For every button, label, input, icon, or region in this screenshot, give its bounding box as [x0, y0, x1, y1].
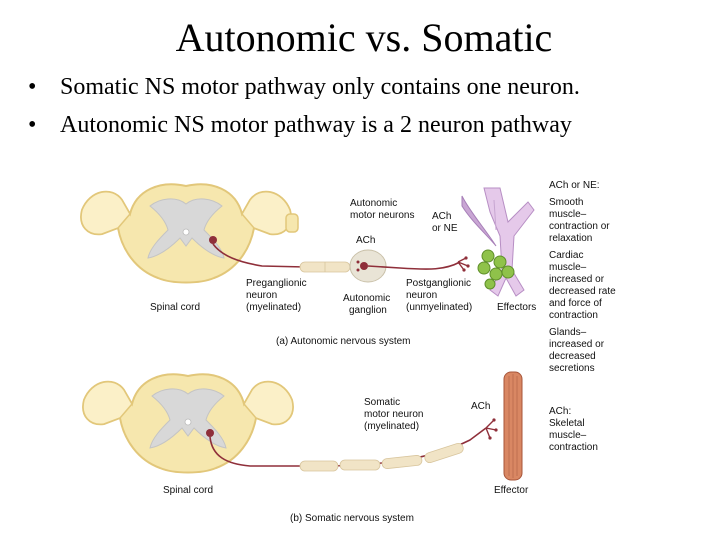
label-autonomic: Autonomic — [350, 198, 397, 209]
label-somatic-myelinated: (myelinated) — [364, 421, 419, 432]
skeletal-effect-line: muscle– — [549, 430, 587, 441]
cardiac-muscle-line: contraction — [549, 310, 598, 321]
label-ach-or-ne-1: ACh — [432, 211, 451, 222]
label-somatic-motor-neuron: motor neuron — [364, 409, 423, 420]
skeletal-effect-line: ACh: — [549, 406, 571, 417]
cardiac-muscle-line: muscle– — [549, 262, 587, 273]
label-postganglionic-unmyelinated: (unmyelinated) — [406, 302, 472, 313]
cardiac-muscle-line: and force of — [549, 298, 602, 309]
smooth-muscle-line: muscle– — [549, 209, 587, 220]
label-preganglionic-myelinated: (myelinated) — [246, 302, 301, 313]
somatic-motor-neuron — [206, 418, 498, 472]
bullet-icon: • — [28, 112, 37, 138]
label-ach-or-ne-2: or NE — [432, 223, 458, 234]
label-postganglionic-neuron: neuron — [406, 290, 437, 301]
skeletal-effect-line: contraction — [549, 442, 598, 453]
somatic-diagram: Somatic motor neuron (myelinated) ACh Ef… — [82, 371, 598, 524]
label-somatic: Somatic — [364, 397, 400, 408]
label-postganglionic: Postganglionic — [406, 278, 471, 289]
bullet-text: Somatic NS motor pathway only contains o… — [60, 74, 580, 100]
label-effector: Effector — [494, 485, 529, 496]
bullet-list: • Somatic NS motor pathway only contains … — [28, 68, 718, 144]
cardiac-muscle-line: Cardiac — [549, 250, 583, 261]
skeletal-muscle-illustration — [503, 371, 523, 481]
glands-line: Glands– — [549, 327, 587, 338]
label-ach-ganglion: ACh — [356, 235, 375, 246]
label-ach-somatic: ACh — [471, 401, 490, 412]
slide-title: Autonomic vs. Somatic — [175, 15, 553, 60]
glands-line: decreased — [549, 351, 596, 362]
cardiac-muscle-line: increased or — [549, 274, 605, 285]
autonomic-diagram: Autonomic motor neurons ACh or NE ACh Pr… — [80, 180, 616, 374]
bullet-text: Autonomic NS motor pathway is a 2 neuron… — [60, 112, 572, 138]
effects-header: ACh or NE: — [549, 180, 600, 191]
spinal-cord-illustration-b — [82, 373, 294, 474]
preganglionic-neuron — [209, 236, 351, 273]
smooth-muscle-line: contraction or — [549, 221, 610, 232]
spinal-cord-illustration-a — [80, 183, 299, 284]
label-preganglionic-neuron: neuron — [246, 290, 277, 301]
effectors-illustration — [461, 187, 535, 297]
bullet-icon: • — [28, 74, 37, 100]
caption-somatic: (b) Somatic nervous system — [290, 513, 414, 524]
label-autonomic-ganglion-1: Autonomic — [343, 293, 390, 304]
label-autonomic-ganglion-2: ganglion — [349, 305, 387, 316]
postganglionic-neuron — [367, 256, 470, 272]
bullet-item: • Autonomic NS motor pathway is a 2 neuro… — [28, 106, 718, 144]
label-preganglionic: Preganglionic — [246, 278, 307, 289]
caption-autonomic: (a) Autonomic nervous system — [276, 336, 411, 347]
bullet-item: • Somatic NS motor pathway only contains … — [28, 68, 718, 106]
skeletal-effect-line: Skeletal — [549, 418, 585, 429]
cardiac-cells — [477, 249, 515, 290]
label-spinal-cord-a: Spinal cord — [150, 302, 200, 313]
label-effectors: Effectors — [497, 302, 536, 313]
smooth-muscle-line: relaxation — [549, 233, 592, 244]
glands-line: increased or — [549, 339, 605, 350]
glands-line: secretions — [549, 363, 595, 374]
smooth-muscle-line: Smooth — [549, 197, 583, 208]
label-spinal-cord-b: Spinal cord — [163, 485, 213, 496]
label-motor-neurons: motor neurons — [350, 210, 414, 221]
cardiac-muscle-line: decreased rate — [549, 286, 616, 297]
